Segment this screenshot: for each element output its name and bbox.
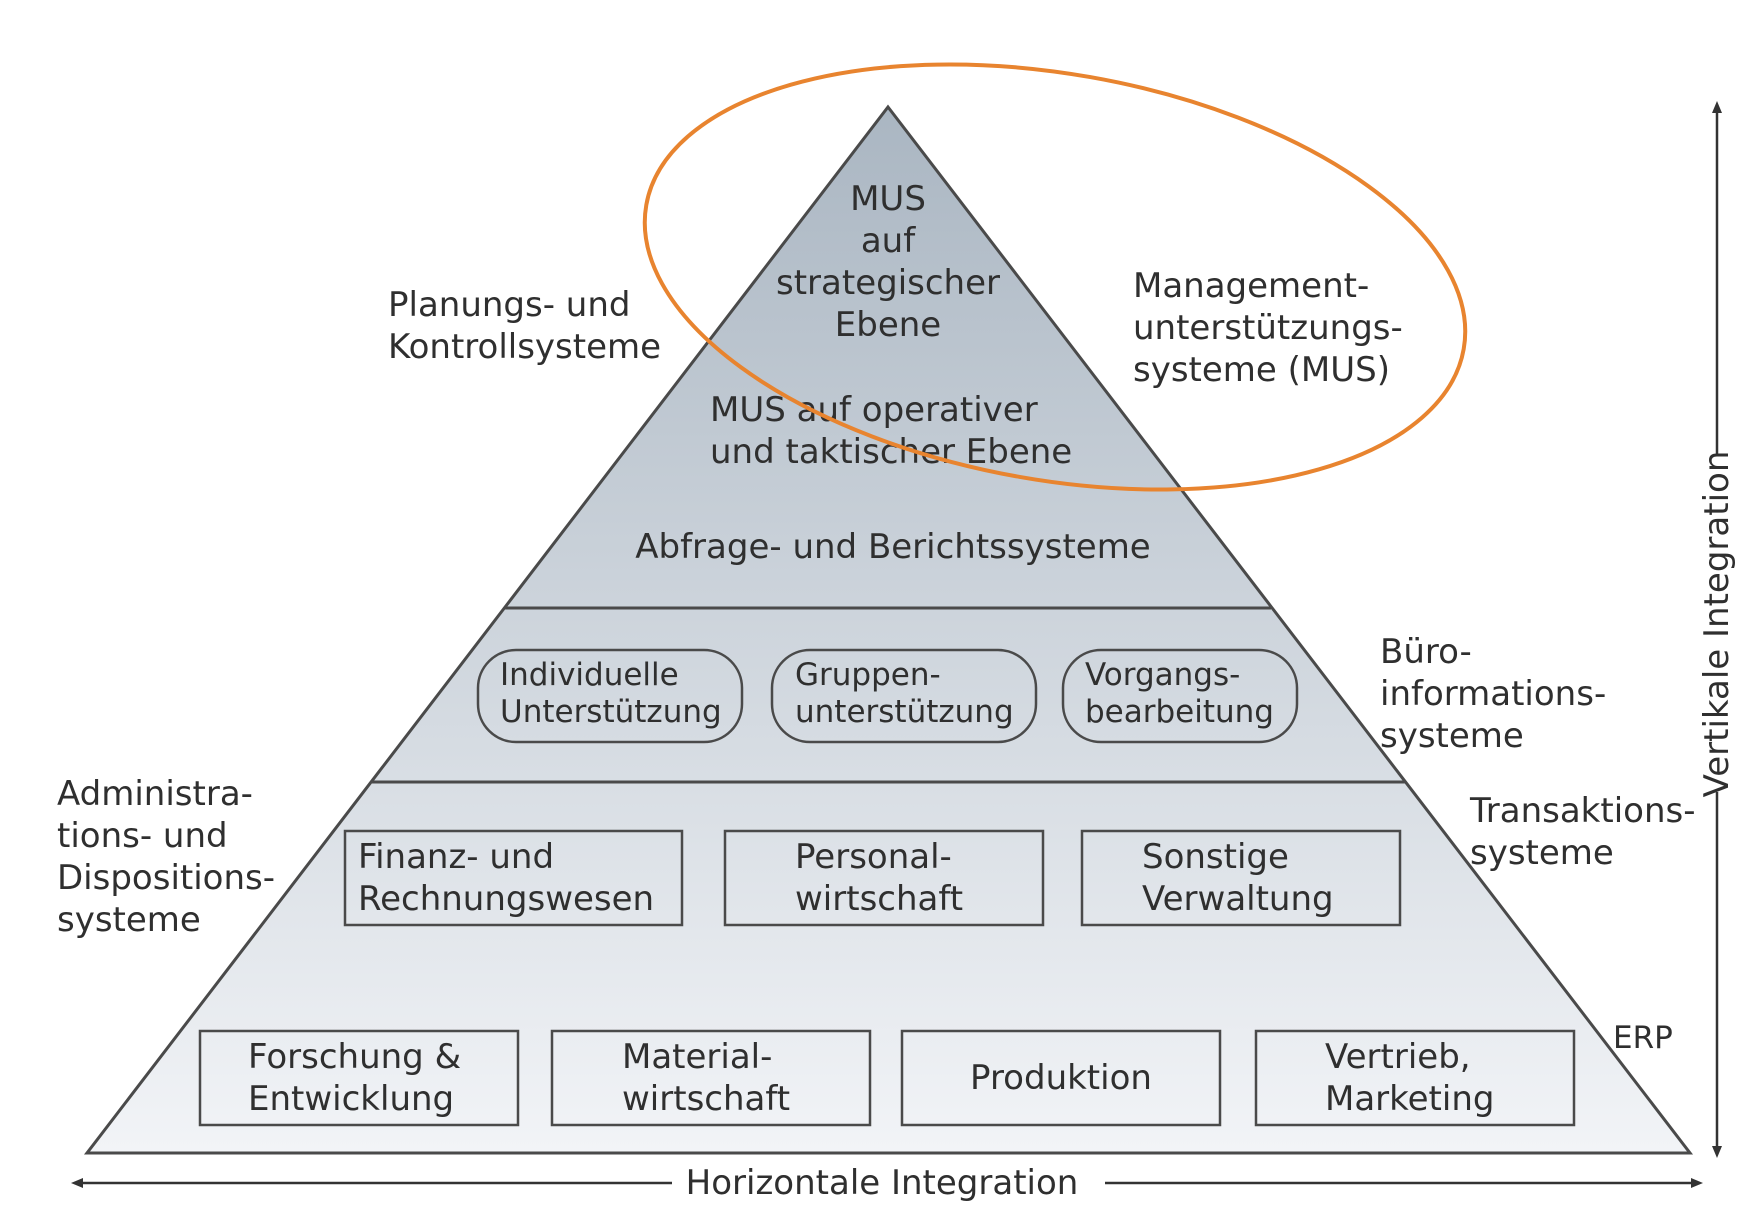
svg-text:Gruppen-: Gruppen- [795,657,941,693]
svg-text:systeme: systeme [1470,833,1614,873]
svg-text:bearbeitung: bearbeitung [1085,694,1274,730]
svg-text:Vorgangs-: Vorgangs- [1085,657,1240,693]
admin-item-personnel: Personal- wirtschaft [723,829,1045,927]
svg-text:Vertrieb,: Vertrieb, [1325,1037,1471,1077]
svg-text:Individuelle: Individuelle [500,657,679,693]
svg-text:Kontrollsysteme: Kontrollsysteme [388,327,661,367]
svg-text:systeme: systeme [1380,716,1524,756]
svg-text:Unterstützung: Unterstützung [500,694,722,730]
erp-item-research: Forschung & Entwicklung [198,1029,520,1127]
erp-item-production: Produktion [900,1029,1222,1127]
svg-text:Management-: Management- [1133,266,1369,306]
svg-text:wirtschaft: wirtschaft [622,1079,790,1119]
svg-text:Forschung &: Forschung & [248,1037,461,1077]
vertical-integration-label: Vertikale Integration [1697,451,1737,798]
svg-text:unterstützungs-: unterstützungs- [1133,308,1403,348]
svg-text:MUS: MUS [850,179,926,219]
svg-text:unterstützung: unterstützung [795,694,1014,730]
office-item-individual: Individuelle Unterstützung [476,648,744,744]
svg-text:Büro-: Büro- [1380,632,1472,672]
svg-text:Marketing: Marketing [1325,1079,1494,1119]
svg-text:Administra-: Administra- [57,774,253,814]
horizontal-integration-label: Horizontale Integration [686,1163,1079,1203]
management-systems-label: Management- unterstützungs- systeme (MUS… [1133,266,1403,390]
svg-text:Produktion: Produktion [970,1058,1152,1098]
planning-systems-label: Planungs- und Kontrollsysteme [388,285,661,367]
svg-text:Dispositions-: Dispositions- [57,858,275,898]
svg-text:Finanz- und: Finanz- und [358,837,554,877]
svg-text:und taktischer Ebene: und taktischer Ebene [710,432,1072,472]
svg-text:Sonstige: Sonstige [1142,837,1289,877]
svg-text:Material-: Material- [622,1037,772,1077]
mus-highlight-ellipse [642,62,1468,492]
svg-text:strategischer: strategischer [776,263,1000,303]
svg-text:Rechnungswesen: Rechnungswesen [358,879,654,919]
erp-item-sales: Vertrieb, Marketing [1254,1029,1576,1127]
mus-strategic-label: MUS auf strategischer Ebene [776,179,1000,345]
svg-text:Transaktions-: Transaktions- [1469,791,1695,831]
svg-text:informations-: informations- [1380,674,1606,714]
svg-text:tions- und: tions- und [57,816,228,856]
svg-text:Entwicklung: Entwicklung [248,1079,454,1119]
admin-item-other: Sonstige Verwaltung [1080,829,1402,927]
svg-text:Ebene: Ebene [835,305,941,345]
admin-item-finance: Finanz- und Rechnungswesen [343,829,684,927]
svg-text:auf: auf [861,221,916,261]
svg-text:systeme (MUS): systeme (MUS) [1133,350,1390,390]
svg-text:systeme: systeme [57,900,201,940]
erp-item-materials: Material- wirtschaft [550,1029,872,1127]
transaction-systems-label: Transaktions- systeme [1469,791,1695,873]
svg-text:Verwaltung: Verwaltung [1142,879,1334,919]
svg-text:wirtschaft: wirtschaft [795,879,963,919]
office-systems-label: Büro- informations- systeme [1380,632,1606,756]
mus-operative-label: MUS auf operativer und taktischer Ebene [710,390,1072,472]
office-item-workflow: Vorgangs- bearbeitung [1061,648,1299,744]
svg-text:MUS auf operativer: MUS auf operativer [710,390,1038,430]
svg-text:Personal-: Personal- [795,837,952,877]
admin-systems-label: Administra- tions- und Dispositions- sys… [57,774,275,940]
svg-text:Planungs- und: Planungs- und [388,285,630,325]
pyramid-shape [83,104,1694,1155]
office-item-group: Gruppen- unterstützung [770,648,1038,744]
erp-label: ERP [1613,1020,1673,1056]
reporting-systems-label: Abfrage- und Berichtssysteme [635,527,1150,567]
